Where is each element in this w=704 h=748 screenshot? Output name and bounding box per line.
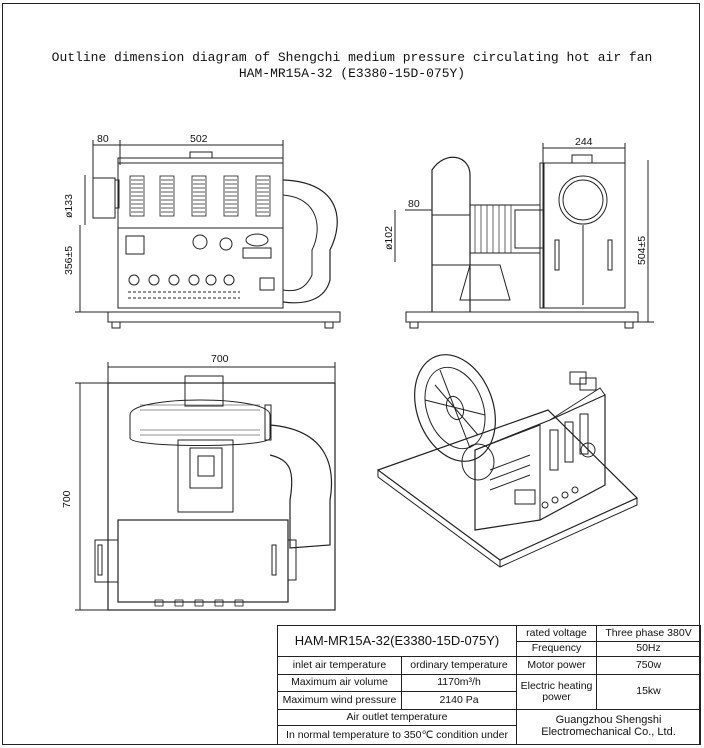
diagram-title: Outline dimension diagram of Shengchi me… xyxy=(51,50,653,65)
air-outlet-temp-value: In normal temperature to 350℃ condition … xyxy=(276,725,518,745)
electric-heating-value: 15kw xyxy=(596,673,702,710)
side-view: 244 80 ø102 504±5 xyxy=(383,136,654,329)
motor-power-label: Motor power xyxy=(516,656,598,675)
frequency-label: Frequency xyxy=(516,640,598,658)
max-wind-pressure-label: Maximum wind pressure xyxy=(277,691,402,710)
inlet-air-temp-label: inlet air temperature xyxy=(277,656,402,675)
max-air-volume-value: 1170m³/h xyxy=(400,673,518,693)
company-name: Guangzhou Shengshi Electromechanical Co.… xyxy=(516,708,702,746)
dim-front-height: 356±5 xyxy=(63,246,75,275)
air-outlet-temp-label: Air outlet temperature xyxy=(276,708,518,727)
drawing-border xyxy=(2,3,700,745)
dim-front-inlet-width: 80 xyxy=(97,133,109,145)
motor-power-value: 750w xyxy=(596,656,702,675)
rated-voltage-label: rated voltage xyxy=(516,625,598,642)
dim-side-top-width: 244 xyxy=(575,136,593,148)
max-wind-pressure-value: 2140 Pa xyxy=(400,691,518,710)
diagram-subtitle: HAM-MR15A-32 (E3380-15D-075Y) xyxy=(238,66,466,81)
inlet-air-temp-value: ordinary temperature xyxy=(400,656,518,675)
electric-heating-label: Electric heating power xyxy=(516,673,598,710)
front-view: 80 502 ø133 356±5 xyxy=(63,133,341,329)
dim-top-depth: 700 xyxy=(61,490,73,508)
rated-voltage-value: Three phase 380V xyxy=(596,625,702,642)
dim-side-height: 504±5 xyxy=(636,236,648,265)
model-number: HAM-MR15A-32(E3380-15D-075Y) xyxy=(276,624,518,658)
dim-side-inlet-dia: ø102 xyxy=(383,226,395,250)
isometric-view xyxy=(376,354,639,568)
frequency-value: 50Hz xyxy=(596,640,702,658)
title-block: HAM-MR15A-32(E3380-15D-075Y) rated volta… xyxy=(276,624,702,746)
top-view: 700 700 xyxy=(61,353,336,611)
dim-side-inlet-width: 80 xyxy=(408,198,420,210)
max-air-volume-label: Maximum air volume xyxy=(277,673,402,693)
dim-front-width: 502 xyxy=(190,133,208,145)
dim-top-width: 700 xyxy=(211,353,229,365)
dim-front-inlet-dia: ø133 xyxy=(63,194,75,218)
